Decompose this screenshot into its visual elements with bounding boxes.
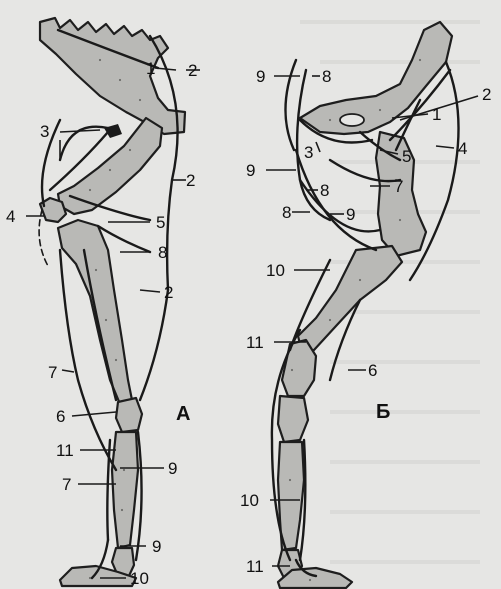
panel-a-label-9-low: 9 bbox=[152, 537, 161, 556]
panel-a-label-5: 5 bbox=[156, 213, 165, 232]
panel-a-label-10: 10 bbox=[130, 569, 149, 588]
panel-a-label-2-low: 2 bbox=[164, 283, 173, 302]
panel-a-label-9-top: 9 bbox=[168, 459, 177, 478]
panel-a-label-2-top: 2 bbox=[188, 61, 197, 80]
panel-a-label-7-low: 7 bbox=[62, 475, 71, 494]
panel-b-tarsus-lower bbox=[278, 396, 308, 442]
panel-a-scapula bbox=[40, 18, 185, 134]
panel-a-muscle-2-lower bbox=[140, 290, 168, 400]
panel-a-label-6: 6 bbox=[56, 407, 65, 426]
panel-b-label-5: 5 bbox=[402, 147, 411, 166]
panel-a-tuberosity bbox=[104, 124, 122, 138]
panel-b-label-10-low: 10 bbox=[240, 491, 259, 510]
panel-b-label-9-low: 9 bbox=[346, 205, 355, 224]
panel-b-muscle-9-top bbox=[285, 60, 296, 150]
panel-b-label-4: 4 bbox=[458, 139, 467, 158]
panel-b-tarsus bbox=[282, 340, 316, 396]
panel-b-label-8-low: 8 bbox=[282, 203, 291, 222]
panel-b-label-6: 6 bbox=[368, 361, 377, 380]
panel-b-caption: Б bbox=[376, 401, 390, 423]
panel-b-label-1: 1 bbox=[432, 105, 441, 124]
panel-a-label-4: 4 bbox=[6, 207, 15, 226]
panel-a-label-11: 11 bbox=[56, 441, 74, 460]
panel-b-label-8-mid: 8 bbox=[320, 181, 329, 200]
panel-b-tibia bbox=[298, 246, 402, 352]
panel-a-label-1: 1 bbox=[146, 59, 155, 78]
panel-b-label-9-mid: 9 bbox=[246, 161, 255, 180]
panel-a-label-2-mid: 2 bbox=[186, 171, 195, 190]
panel-b-label-9-top: 9 bbox=[256, 67, 265, 86]
panel-b-label-2: 2 bbox=[482, 85, 491, 104]
panel-a-label-7-top: 7 bbox=[48, 363, 57, 382]
panel-b-label-3: 3 bbox=[304, 143, 313, 162]
panel-a-label-3: 3 bbox=[40, 122, 49, 141]
panel-a-limb bbox=[39, 18, 185, 586]
panel-a-caption: А bbox=[176, 403, 190, 425]
panel-b-limb bbox=[272, 22, 459, 588]
panel-a-carpus bbox=[116, 398, 142, 432]
panel-b-obturator-foramen bbox=[340, 114, 364, 126]
panel-b-label-11-top: 11 bbox=[246, 333, 264, 352]
panel-b-label-11-low: 11 bbox=[246, 557, 264, 576]
panel-a-label-8: 8 bbox=[158, 243, 167, 262]
panel-b-label-8-top: 8 bbox=[322, 67, 331, 86]
panel-b-label-10-top: 10 bbox=[266, 261, 285, 280]
panel-b-label-7: 7 bbox=[394, 177, 403, 196]
